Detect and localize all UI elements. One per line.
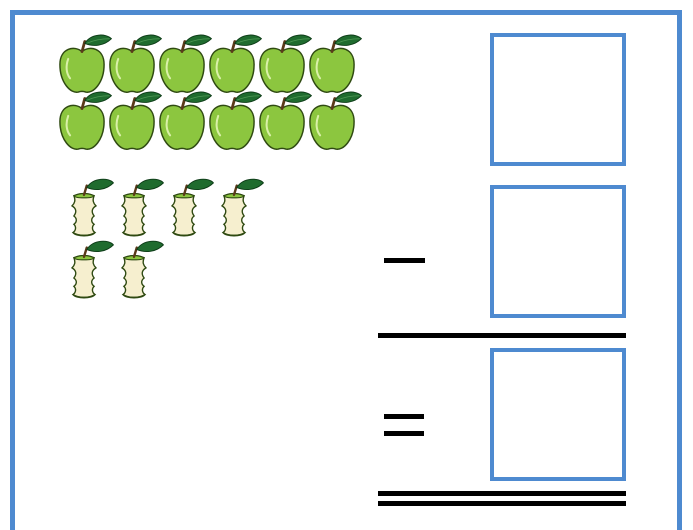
apple-core-icon	[120, 177, 165, 238]
subtraction-line	[378, 333, 626, 338]
apple-core-icon	[220, 177, 265, 238]
equals-sign-lower-bar	[384, 431, 424, 436]
green-apple-icon	[158, 33, 213, 94]
green-apple-icon	[108, 33, 163, 94]
apple-core-icon	[70, 239, 115, 300]
apple-core-icon	[70, 177, 115, 238]
apple-core-icon	[120, 239, 165, 300]
result-line-bottom	[378, 501, 626, 506]
green-apple-icon	[308, 33, 363, 94]
green-apple-icon	[208, 33, 263, 94]
answer-box-result[interactable]	[490, 348, 626, 481]
green-apple-icon	[258, 33, 313, 94]
apple-cores-group	[70, 177, 265, 300]
answer-box-total[interactable]	[490, 33, 626, 166]
apple-core-icon	[170, 177, 215, 238]
green-apple-icon	[58, 90, 113, 151]
green-apple-icon	[208, 90, 263, 151]
answer-box-taken[interactable]	[490, 185, 626, 318]
green-apple-icon	[258, 90, 313, 151]
result-line-top	[378, 491, 626, 496]
green-apple-icon	[158, 90, 213, 151]
equals-sign-icon	[384, 414, 424, 419]
minus-sign-icon	[384, 258, 425, 263]
worksheet-frame	[10, 10, 682, 530]
green-apple-icon	[108, 90, 163, 151]
green-apple-icon	[58, 33, 113, 94]
whole-apples-group	[58, 33, 363, 151]
green-apple-icon	[308, 90, 363, 151]
